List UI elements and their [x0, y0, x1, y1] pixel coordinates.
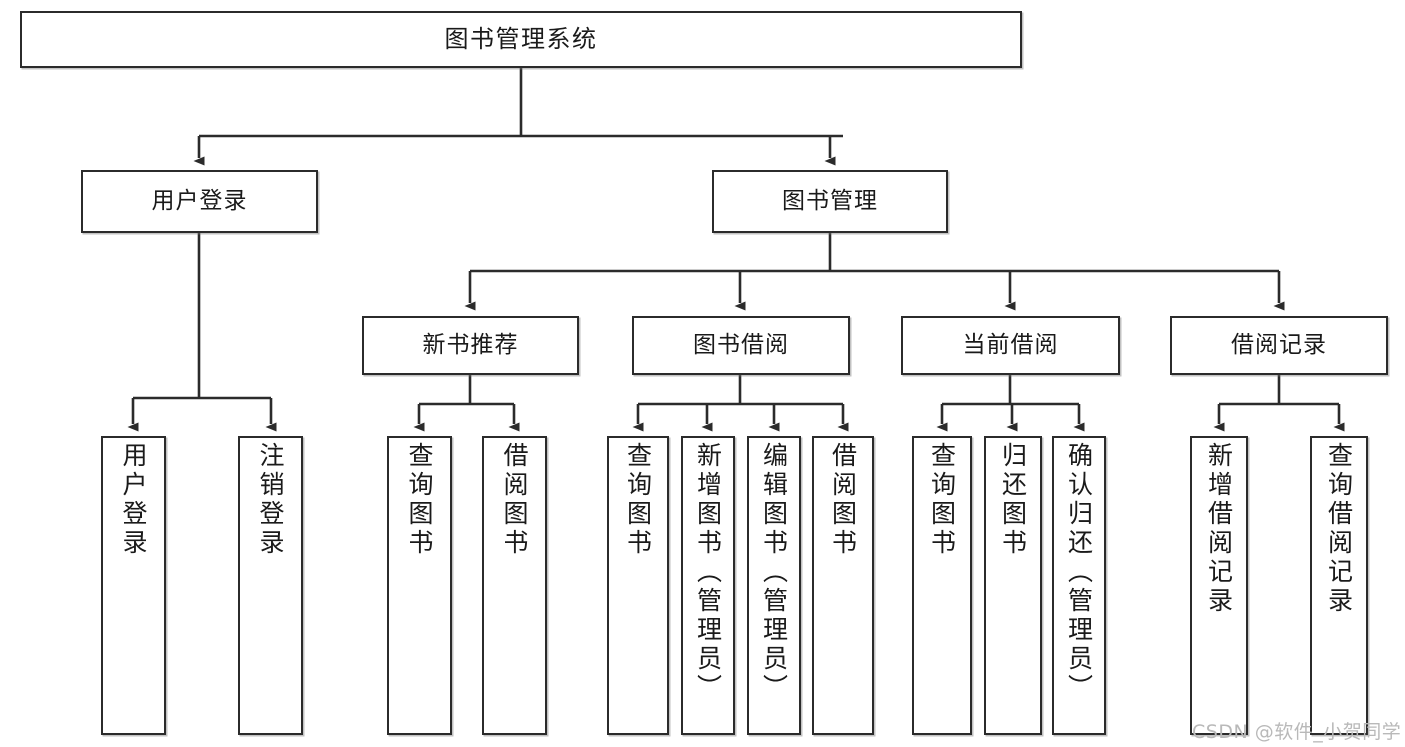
node-leaf-query-record-label: 查询借阅记录	[1324, 442, 1354, 616]
node-new-book-recommend-label: 新书推荐	[422, 331, 519, 358]
node-leaf-add-book-label: 新增图书（管理员）	[693, 442, 723, 703]
node-book-borrow-label: 图书借阅	[693, 331, 789, 358]
node-leaf-confirm-return-label: 确认归还（管理员）	[1064, 442, 1094, 703]
node-user-login[interactable]: 用户登录	[81, 170, 318, 233]
node-leaf-borrow-book-1-label: 借阅图书	[500, 442, 529, 558]
node-leaf-logout-login-label: 注销登录	[256, 442, 285, 558]
node-root-label: 图书管理系统	[444, 25, 598, 54]
node-borrow-record[interactable]: 借阅记录	[1170, 316, 1388, 375]
node-leaf-borrow-book-2-label: 借阅图书	[828, 442, 858, 558]
csdn-watermark: CSDN @软件_小贺同学	[1192, 721, 1402, 743]
node-leaf-return-book-label: 归还图书	[998, 442, 1028, 558]
node-leaf-user-login[interactable]: 用户登录	[101, 436, 166, 735]
node-leaf-edit-book-label: 编辑图书（管理员）	[759, 442, 789, 703]
node-leaf-return-book[interactable]: 归还图书	[984, 436, 1042, 735]
node-leaf-add-book[interactable]: 新增图书（管理员）	[681, 436, 735, 735]
node-leaf-query-book-3[interactable]: 查询图书	[912, 436, 972, 735]
node-leaf-query-book-1-label: 查询图书	[405, 442, 434, 558]
node-leaf-query-book-3-label: 查询图书	[927, 442, 957, 558]
node-leaf-user-login-label: 用户登录	[119, 442, 148, 558]
node-current-borrow[interactable]: 当前借阅	[901, 316, 1120, 375]
node-borrow-record-label: 借阅记录	[1231, 331, 1327, 358]
node-leaf-query-book-2-label: 查询图书	[623, 442, 653, 558]
node-leaf-add-record[interactable]: 新增借阅记录	[1190, 436, 1248, 735]
node-book-borrow[interactable]: 图书借阅	[632, 316, 850, 375]
node-leaf-query-book-2[interactable]: 查询图书	[607, 436, 669, 735]
node-leaf-query-record[interactable]: 查询借阅记录	[1310, 436, 1368, 735]
node-leaf-add-record-label: 新增借阅记录	[1204, 442, 1234, 616]
node-leaf-edit-book[interactable]: 编辑图书（管理员）	[747, 436, 801, 735]
node-leaf-confirm-return[interactable]: 确认归还（管理员）	[1052, 436, 1106, 735]
node-user-login-label: 用户登录	[151, 187, 248, 214]
node-leaf-borrow-book-2[interactable]: 借阅图书	[812, 436, 874, 735]
node-leaf-logout-login[interactable]: 注销登录	[238, 436, 303, 735]
node-current-borrow-label: 当前借阅	[962, 331, 1059, 358]
node-leaf-query-book-1[interactable]: 查询图书	[387, 436, 452, 735]
node-book-manage[interactable]: 图书管理	[712, 170, 948, 233]
node-new-book-recommend[interactable]: 新书推荐	[362, 316, 579, 375]
node-leaf-borrow-book-1[interactable]: 借阅图书	[482, 436, 547, 735]
node-root[interactable]: 图书管理系统	[20, 11, 1022, 68]
node-book-manage-label: 图书管理	[782, 187, 878, 214]
